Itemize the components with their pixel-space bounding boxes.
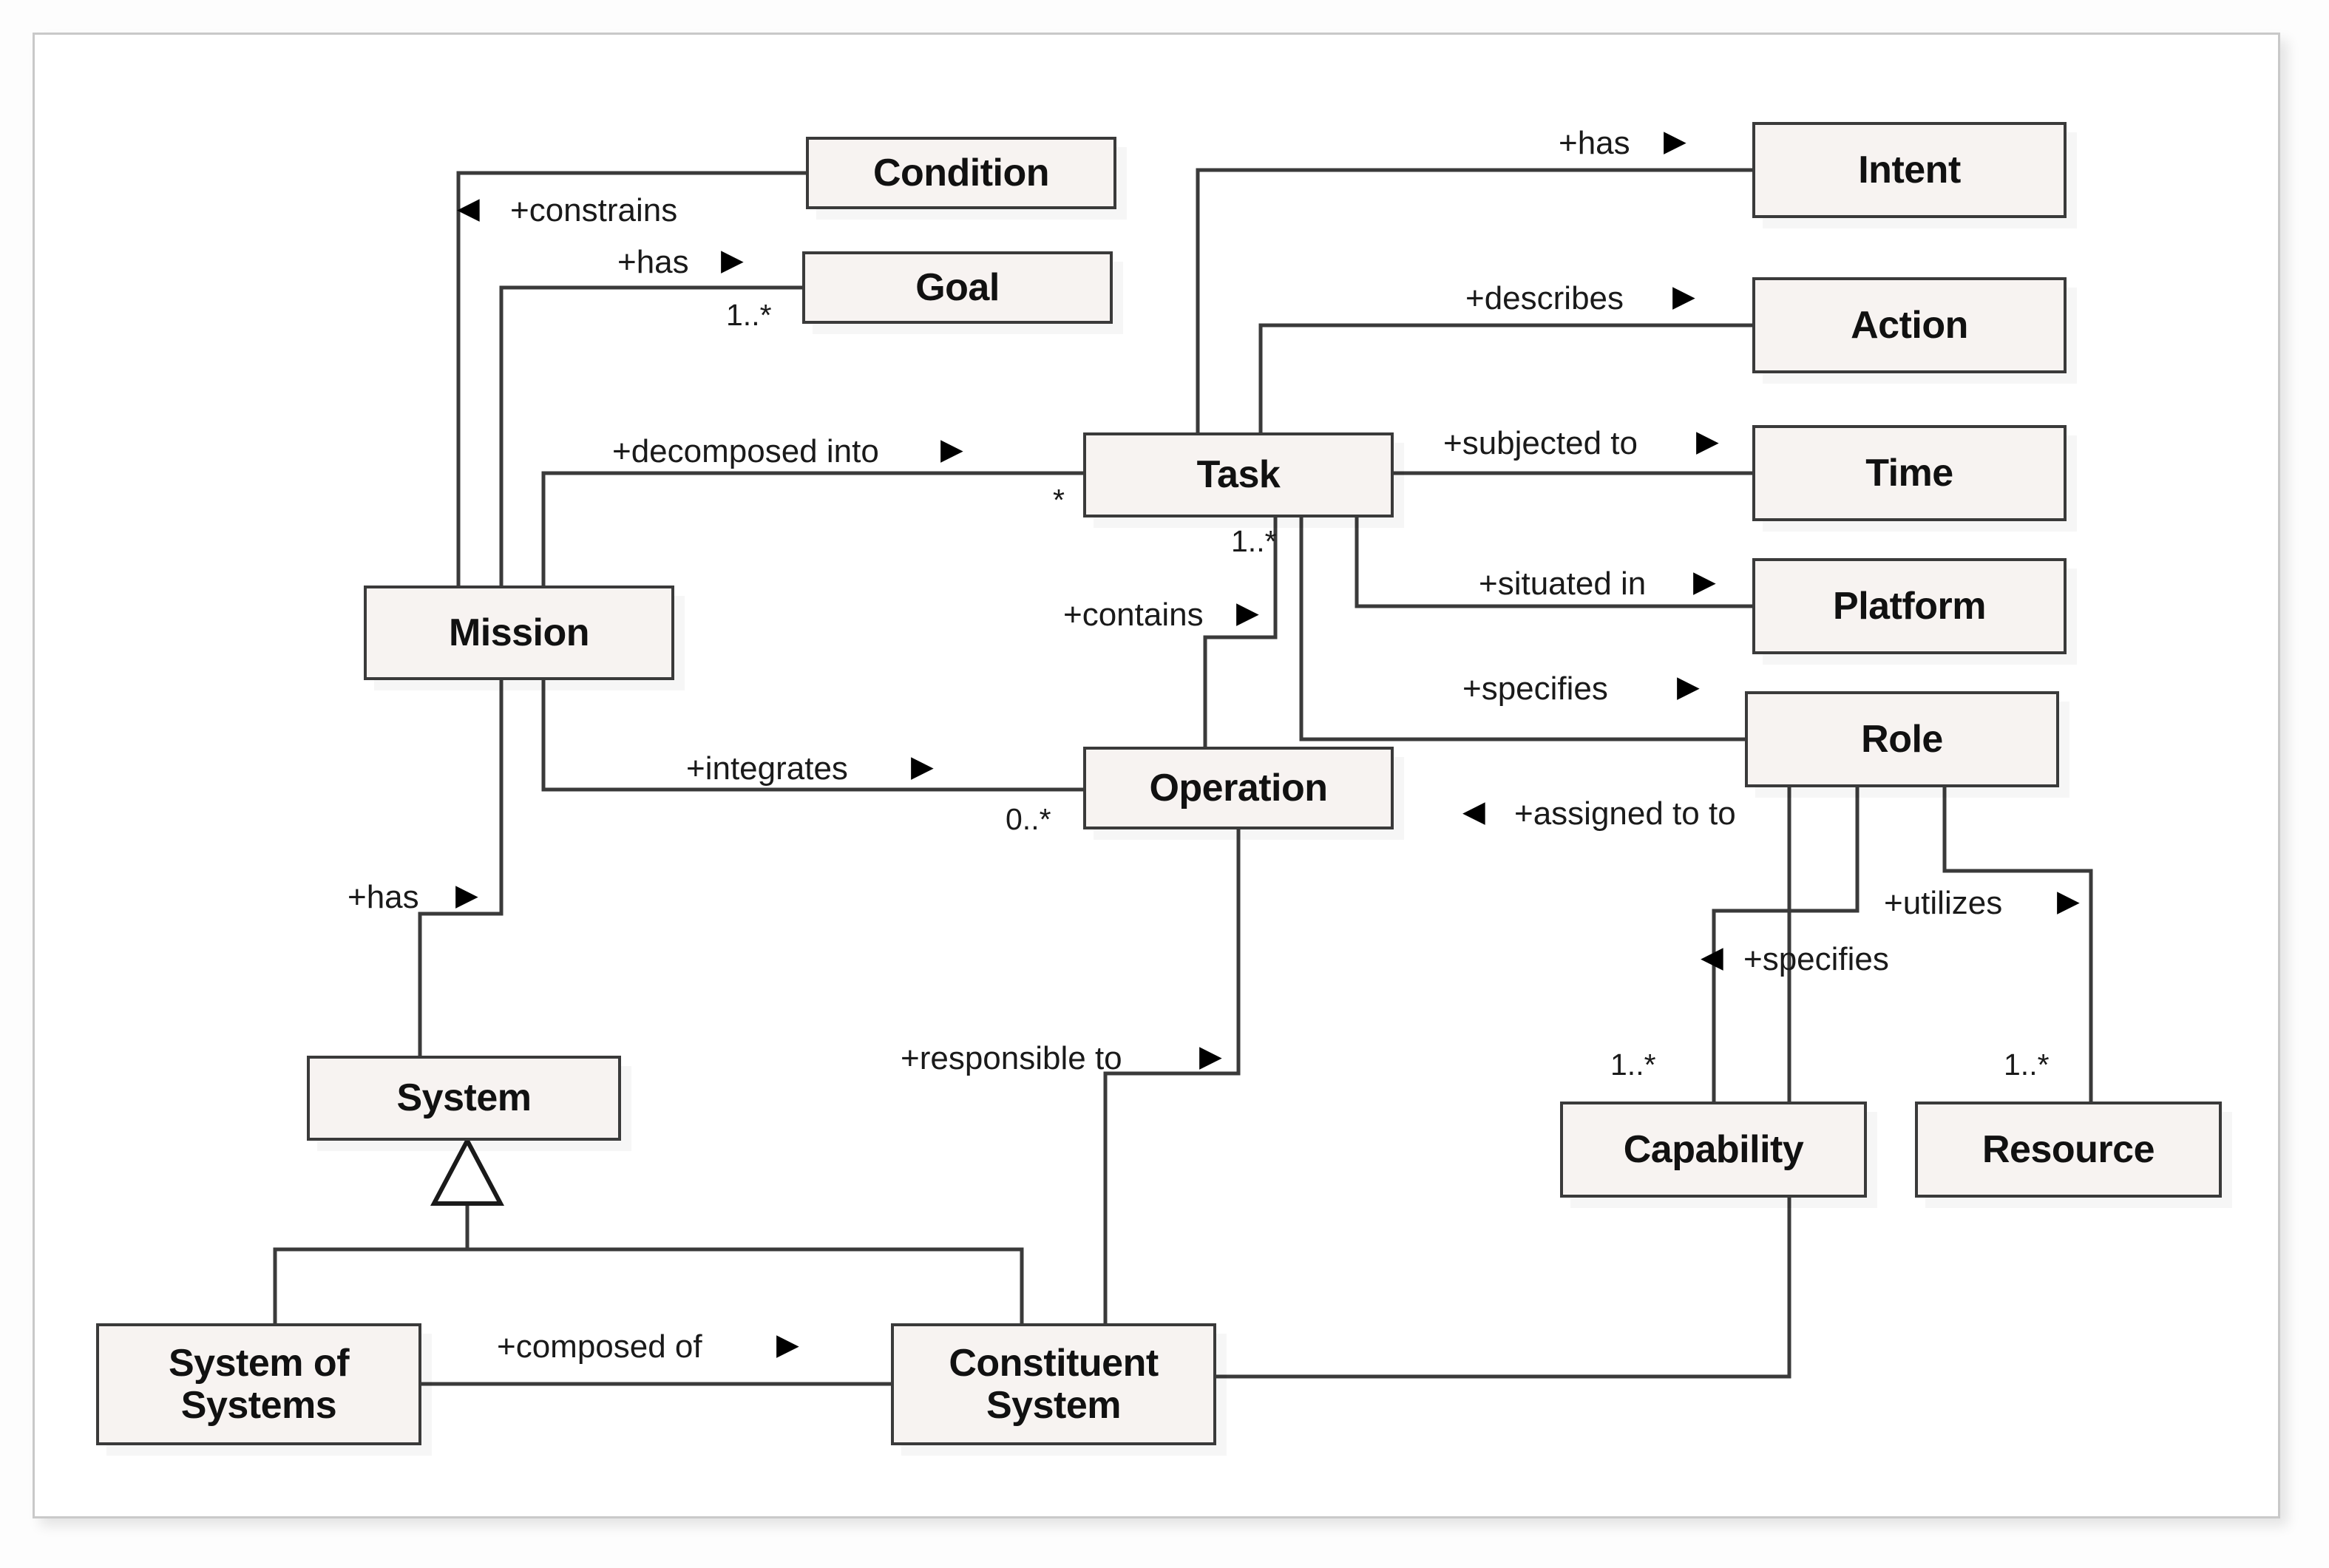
- node-system[interactable]: System: [307, 1056, 621, 1141]
- arrowhead-right-icon: ▶: [455, 879, 478, 912]
- wire-has-goal: [499, 285, 804, 588]
- multiplicity-resource-1star: 1..*: [2004, 1048, 2050, 1082]
- node-label: System: [396, 1076, 532, 1120]
- label-specifies-role: +specifies: [1462, 671, 1608, 707]
- arrowhead-right-icon: ▶: [1693, 566, 1716, 598]
- multiplicity-task-star: *: [1053, 483, 1065, 517]
- multiplicity-operation-0star: 0..*: [1006, 802, 1051, 836]
- arrowhead-right-icon: ▶: [2057, 885, 2080, 917]
- wire-decomposed-into: [541, 471, 1085, 588]
- wire-has-system: [418, 678, 504, 1058]
- node-goal[interactable]: Goal: [802, 251, 1113, 324]
- wire-assigned-to-to: [1214, 785, 1791, 1379]
- wire-describes: [1258, 323, 1755, 435]
- node-role[interactable]: Role: [1745, 691, 2059, 787]
- node-label: Resource: [1982, 1127, 2155, 1171]
- node-time[interactable]: Time: [1752, 425, 2067, 521]
- arrowhead-right-icon: ▶: [1236, 597, 1259, 629]
- node-label: Condition: [872, 151, 1050, 194]
- label-composed-of: +composed of: [497, 1328, 702, 1365]
- arrowhead-right-icon: ▶: [1672, 280, 1695, 313]
- label-constrains: +constrains: [510, 192, 678, 228]
- node-label: Time: [1865, 451, 1953, 495]
- multiplicity-goal: 1..*: [726, 298, 772, 332]
- label-assigned-to-to: +assigned to to: [1514, 795, 1736, 832]
- node-resource[interactable]: Resource: [1915, 1102, 2222, 1198]
- node-intent[interactable]: Intent: [1752, 122, 2067, 218]
- node-label: System of Systems: [168, 1342, 350, 1427]
- arrowhead-right-icon: ▶: [1664, 125, 1686, 157]
- node-label: Goal: [915, 265, 1000, 309]
- arrowhead-right-icon: ▶: [1199, 1040, 1222, 1073]
- node-constituent-system[interactable]: Constituent System: [891, 1323, 1216, 1445]
- node-label: Operation: [1149, 766, 1328, 810]
- multiplicity-capability-1star: 1..*: [1610, 1048, 1656, 1082]
- generalization-triangle: [430, 1136, 504, 1206]
- label-specifies-capability: +specifies: [1743, 941, 1889, 977]
- node-capability[interactable]: Capability: [1560, 1102, 1867, 1198]
- arrowhead-left-icon: ◀: [1462, 795, 1485, 828]
- arrowhead-right-icon: ▶: [776, 1328, 799, 1361]
- node-label: Intent: [1858, 148, 1961, 191]
- wire-constrains: [456, 171, 808, 588]
- node-mission[interactable]: Mission: [364, 586, 674, 680]
- node-label: Task: [1196, 453, 1281, 497]
- label-has-goal: +has: [617, 244, 689, 280]
- node-label: Action: [1851, 303, 1968, 347]
- label-utilizes: +utilizes: [1884, 885, 2003, 921]
- wire-has-intent: [1196, 168, 1755, 435]
- wire-generalization-bus: [273, 1247, 1024, 1326]
- node-condition[interactable]: Condition: [806, 137, 1116, 209]
- wire-responsible-to: [1103, 827, 1241, 1326]
- arrowhead-left-icon: ◀: [1701, 941, 1723, 974]
- label-contains: +contains: [1063, 597, 1204, 633]
- label-has-intent: +has: [1559, 125, 1630, 161]
- node-label: Constituent System: [949, 1342, 1159, 1427]
- arrowhead-right-icon: ▶: [1696, 425, 1719, 458]
- label-situated-in: +situated in: [1479, 566, 1647, 602]
- node-label: Capability: [1623, 1127, 1804, 1171]
- node-label: Mission: [448, 611, 590, 654]
- arrowhead-left-icon: ◀: [457, 192, 480, 225]
- arrowhead-right-icon: ▶: [721, 244, 744, 276]
- label-decomposed-into: +decomposed into: [612, 433, 879, 469]
- node-label: Platform: [1833, 584, 1986, 628]
- label-describes: +describes: [1465, 280, 1624, 316]
- arrowhead-right-icon: ▶: [940, 433, 963, 466]
- node-label: Role: [1861, 717, 1943, 761]
- node-system-of-systems[interactable]: System of Systems: [96, 1323, 421, 1445]
- node-platform[interactable]: Platform: [1752, 558, 2067, 654]
- wire-utilizes: [1942, 785, 2093, 1104]
- label-subjected-to: +subjected to: [1443, 425, 1638, 461]
- arrowhead-right-icon: ▶: [1677, 671, 1700, 703]
- arrowhead-right-icon: ▶: [911, 750, 934, 783]
- label-responsible-to: +responsible to: [901, 1040, 1122, 1076]
- wire-situated-in: [1355, 515, 1755, 608]
- label-integrates: +integrates: [686, 750, 848, 787]
- multiplicity-task-1star: 1..*: [1231, 524, 1277, 558]
- wire-specifies-capability: [1712, 785, 1860, 1104]
- wire-specifies-role: [1299, 515, 1747, 741]
- node-action[interactable]: Action: [1752, 277, 2067, 373]
- node-task[interactable]: Task: [1083, 432, 1394, 517]
- wire-contains: [1203, 515, 1278, 749]
- wire-integrates: [541, 678, 1085, 792]
- label-has-system: +has: [348, 879, 419, 915]
- node-operation[interactable]: Operation: [1083, 747, 1394, 829]
